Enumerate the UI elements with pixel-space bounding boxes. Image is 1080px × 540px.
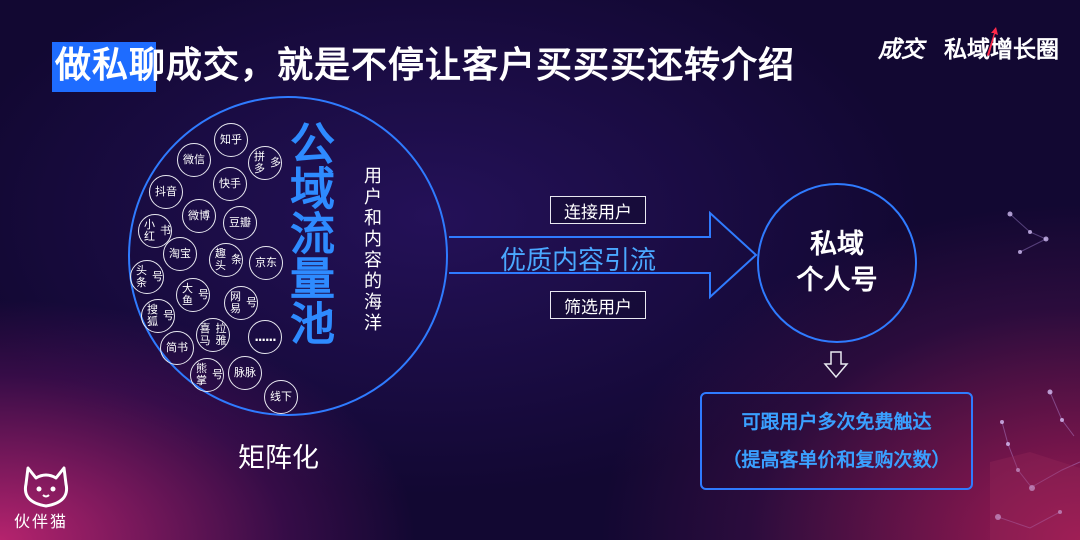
platform-bubble-label: 知乎 xyxy=(220,133,242,146)
platform-bubble-label: 小红 xyxy=(144,218,155,243)
platform-bubble: 简书 xyxy=(160,331,194,365)
platform-bubble: 趣头条 xyxy=(209,243,243,277)
platform-bubble-label: 快手 xyxy=(219,177,241,190)
cat-logo-icon xyxy=(23,466,69,508)
brand-chengjiao: 成交 xyxy=(878,37,924,63)
result-line2: （提高客单价和复购次数） xyxy=(722,449,951,471)
platform-bubble-label: 淘宝 xyxy=(169,247,191,260)
platform-bubble-label: 号 xyxy=(152,270,163,283)
platform-bubble: 知乎 xyxy=(214,123,248,157)
platform-bubble-label: 大鱼 xyxy=(182,282,193,307)
platform-bubble: 拼多多 xyxy=(248,146,282,180)
platform-bubble-label: 号 xyxy=(212,368,223,381)
platform-bubble: 搜狐号 xyxy=(141,299,175,333)
filter-users-box: 筛选用户 xyxy=(550,291,646,319)
platform-bubble-label: 搜狐 xyxy=(147,303,158,328)
quality-content-text: 优质内容引流 xyxy=(500,246,657,276)
platform-bubble-label: 熊掌 xyxy=(196,362,207,387)
platform-bubble: 小红书 xyxy=(138,214,172,248)
platform-bubble-label: 微信 xyxy=(183,153,205,166)
matrix-label: 矩阵化 xyxy=(238,443,319,474)
platform-bubble-label: 多 xyxy=(270,156,281,169)
connect-users-box: 连接用户 xyxy=(550,196,646,224)
title-highlight-bar xyxy=(52,42,156,92)
platform-bubble-label: 喜马 xyxy=(199,322,211,347)
platform-bubble-label: 书 xyxy=(160,224,171,237)
public-traffic-pool-circle xyxy=(128,96,448,416)
platform-bubble: 微博 xyxy=(182,199,216,233)
platform-bubble: 微信 xyxy=(177,143,211,177)
platform-bubble-label: 简书 xyxy=(166,341,188,354)
platform-bubble-label: 抖音 xyxy=(155,185,177,198)
platform-bubble: 头条号 xyxy=(130,260,164,294)
platform-bubble-label: 线下 xyxy=(270,390,292,403)
platform-bubble: 淘宝 xyxy=(163,237,197,271)
page-title: 做私聊成交，就是不停让客户买买买还转介绍 xyxy=(55,45,796,86)
platform-bubble-label: 京东 xyxy=(255,256,277,269)
platform-bubble-label: 微博 xyxy=(188,209,210,222)
platform-bubble-label: 趣头 xyxy=(215,247,226,272)
platform-bubble: 抖音 xyxy=(149,175,183,209)
platform-bubble-label: 网易 xyxy=(230,290,241,315)
private-line2: 个人号 xyxy=(796,265,878,296)
platform-bubble-label: 号 xyxy=(246,296,257,309)
public-pool-label: 公域流量池 xyxy=(282,120,335,345)
down-arrow-icon xyxy=(823,351,849,379)
platform-bubble: 喜马拉雅 xyxy=(196,318,230,352)
flow-arrow xyxy=(449,210,758,300)
platform-bubble-label: 头条 xyxy=(136,264,147,289)
result-line1: 可跟用户多次免费触达 xyxy=(741,411,932,433)
platform-bubble: 脉脉 xyxy=(228,356,262,390)
platform-bubble: 网易号 xyxy=(224,286,258,320)
platform-bubble: 大鱼号 xyxy=(176,278,210,312)
platform-bubble-label: 拼多 xyxy=(254,150,265,175)
logo-text: 伙伴猫 xyxy=(14,512,69,531)
platform-bubble-label: 号 xyxy=(163,309,174,322)
growth-arrow-icon xyxy=(987,27,998,56)
platform-bubble-label: 号 xyxy=(198,288,209,301)
platform-bubble: ...... xyxy=(248,320,282,354)
platform-bubble-label: 条 xyxy=(231,253,242,266)
private-account-circle: 私域 个人号 xyxy=(757,183,917,343)
platform-bubble-label: 拉雅 xyxy=(215,322,227,347)
platform-bubble: 熊掌号 xyxy=(190,358,224,392)
platform-bubble: 豆瓣 xyxy=(223,206,257,240)
result-box: 可跟用户多次免费触达 （提高客单价和复购次数） xyxy=(700,392,973,490)
platform-bubble: 京东 xyxy=(249,246,283,280)
brand-siyu-growth: 私域增长圈 xyxy=(944,37,1059,63)
platform-bubble-label: 脉脉 xyxy=(234,366,256,379)
platform-bubble: 快手 xyxy=(213,167,247,201)
platform-bubble-label: 豆瓣 xyxy=(229,216,251,229)
private-line1: 私域 xyxy=(810,229,864,260)
pool-description: 用户和内容的海洋 xyxy=(361,166,382,334)
platform-bubble-label: ...... xyxy=(254,330,276,344)
platform-bubble: 线下 xyxy=(264,380,298,414)
